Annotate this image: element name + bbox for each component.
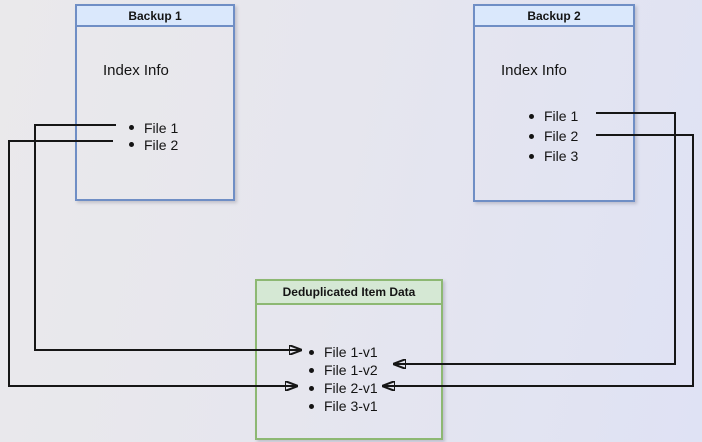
- list-item: File 1: [529, 106, 578, 126]
- list-item: File 2-v1: [309, 379, 378, 397]
- bullet-icon: [129, 142, 134, 147]
- file-label: File 2: [144, 136, 179, 153]
- dedup-file-list: File 1-v1 File 1-v2 File 2-v1 File 3-v1: [309, 343, 378, 415]
- file-label: File 2-v1: [324, 380, 378, 396]
- file-label: File 2: [544, 128, 579, 144]
- bullet-icon: [529, 153, 534, 159]
- backup2-title: Backup 2: [475, 6, 633, 27]
- backup1-box: Backup 1 Index Info File 1 File 2: [75, 4, 235, 201]
- bullet-icon: [309, 367, 314, 373]
- file-label: File 3: [544, 148, 579, 164]
- file-label: File 1-v2: [324, 362, 378, 378]
- dedup-title: Deduplicated Item Data: [257, 281, 441, 305]
- list-item: File 3-v1: [309, 397, 378, 415]
- list-item: File 1-v2: [309, 361, 378, 379]
- list-item: File 2: [529, 126, 578, 146]
- backup2-box: Backup 2 Index Info File 1 File 2 File 3: [473, 4, 635, 202]
- file-label: File 1: [544, 108, 579, 124]
- backup1-index-info-label: Index Info: [103, 62, 169, 79]
- deduplicated-item-data-box: Deduplicated Item Data File 1-v1 File 1-…: [255, 279, 443, 440]
- bullet-icon: [529, 133, 534, 139]
- backup2-file-list: File 1 File 2 File 3: [529, 106, 578, 166]
- file-label: File 3-v1: [324, 398, 378, 414]
- bullet-icon: [309, 403, 314, 409]
- list-item: File 3: [529, 146, 578, 166]
- list-item: File 1-v1: [309, 343, 378, 361]
- file-label: File 1-v1: [324, 344, 378, 360]
- list-item: File 1: [129, 119, 178, 136]
- backup1-title: Backup 1: [77, 6, 233, 27]
- bullet-icon: [129, 125, 134, 130]
- bullet-icon: [309, 385, 314, 391]
- bullet-icon: [309, 349, 314, 355]
- backup1-file-list: File 1 File 2: [129, 119, 178, 153]
- file-label: File 1: [144, 119, 179, 136]
- list-item: File 2: [129, 136, 178, 153]
- backup2-index-info-label: Index Info: [501, 62, 567, 79]
- bullet-icon: [529, 113, 534, 119]
